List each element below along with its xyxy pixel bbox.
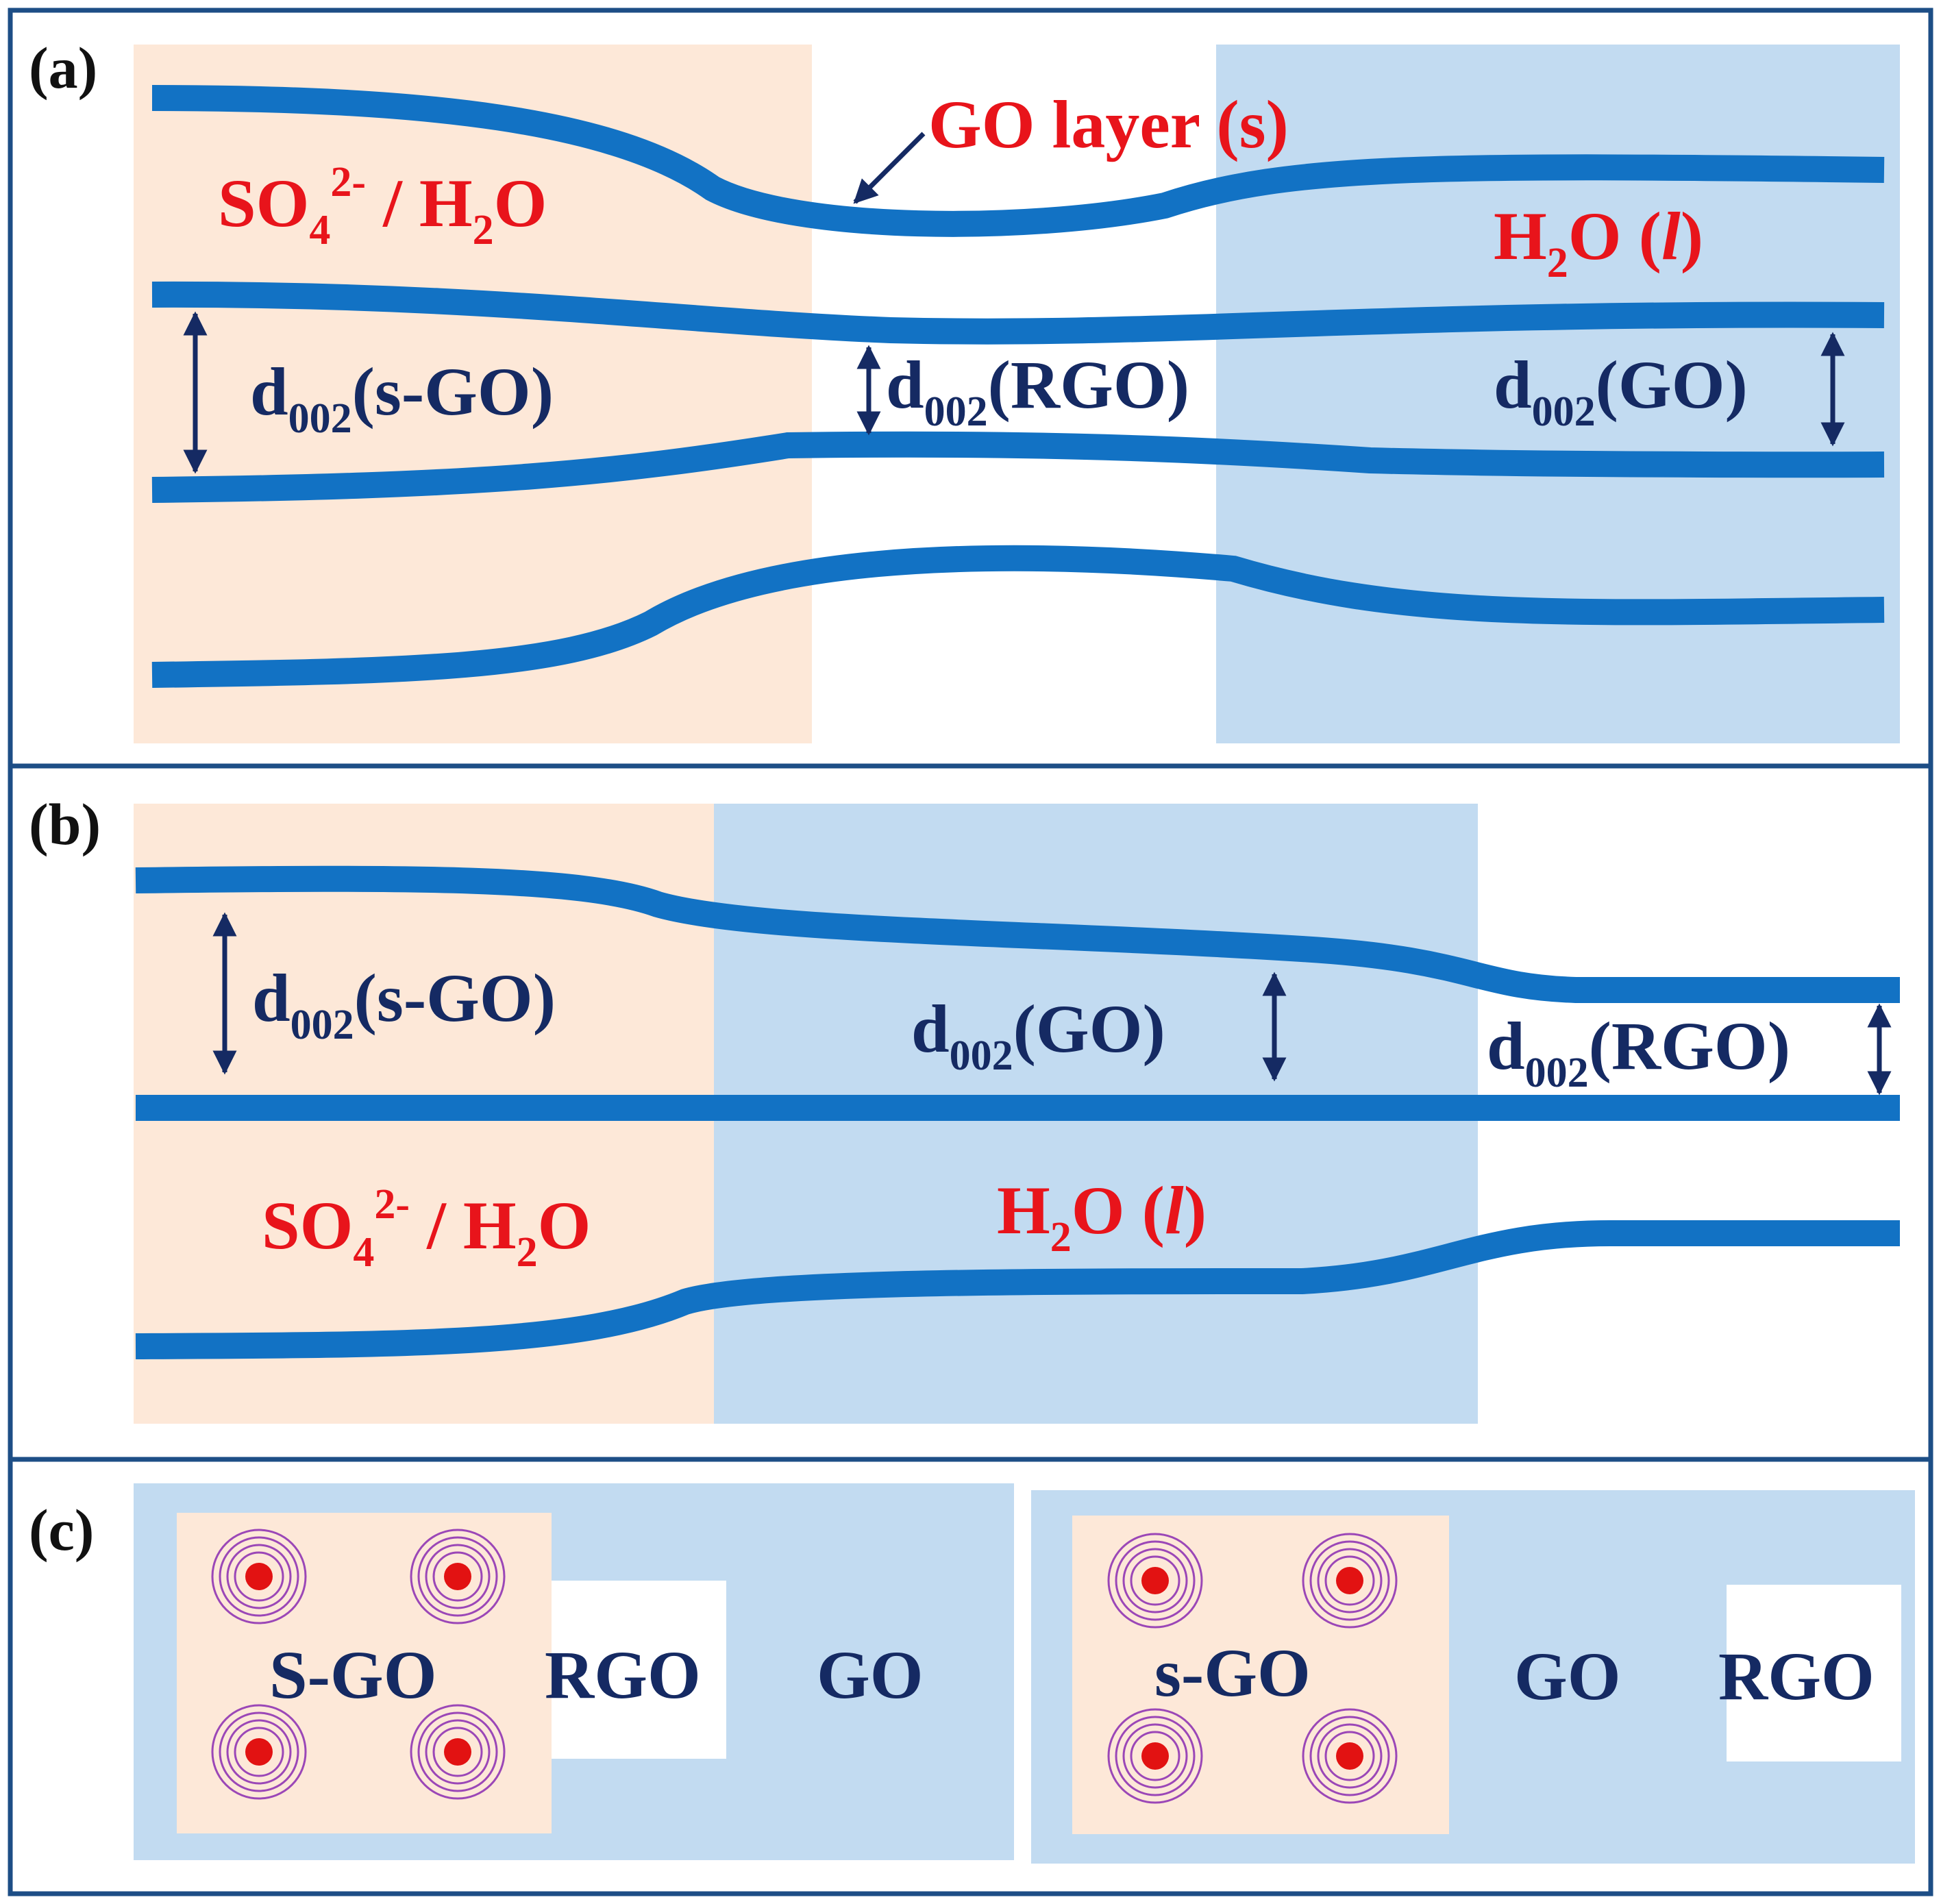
adsorption-site: [211, 1704, 307, 1800]
go-layer-pointer-arrow: [853, 132, 926, 204]
site-ring: [1302, 1708, 1398, 1804]
left-rgo-label: RGO: [545, 1637, 701, 1713]
d002-go-label-b: d002(GO): [911, 991, 1165, 1079]
go-layer-1: [151, 85, 1885, 237]
panel-c: (c) S-GO RGO GO s-GO GO RGO: [8, 1457, 1933, 1896]
go-layer-3: [151, 431, 1885, 503]
adsorption-site: [1302, 1708, 1398, 1804]
adsorption-site: [1107, 1708, 1203, 1804]
site-ring: [1115, 1716, 1196, 1796]
site-ring: [1324, 1555, 1375, 1606]
left-go-label: GO: [817, 1637, 924, 1713]
panel-b-tag: (b): [29, 791, 101, 857]
site-ring: [410, 1529, 506, 1624]
site-dot: [245, 1738, 273, 1766]
d002-go-label-a: d002(GO): [1494, 347, 1748, 435]
left-sgo-region: [177, 1513, 552, 1833]
panel-a: (a) GO layer (s) SO42- / H2O H2O (l) d00…: [8, 8, 1933, 769]
d002-rgo-label-b: d002(RGO): [1487, 1008, 1790, 1096]
site-ring: [1130, 1555, 1180, 1606]
adsorption-sites: [211, 1529, 1398, 1804]
d002-sgo-label-b: d002(s-GO): [252, 960, 556, 1048]
site-dot: [444, 1563, 471, 1590]
sulfate-water-label-b: SO42- / H2O: [262, 1181, 591, 1276]
panel-c-tag: (c): [29, 1497, 94, 1563]
site-dot: [444, 1738, 471, 1766]
site-ring: [425, 1719, 491, 1785]
adsorption-site: [1107, 1533, 1203, 1629]
site-ring: [1107, 1533, 1203, 1629]
site-ring: [219, 1536, 299, 1617]
left-rgo-region: [552, 1581, 726, 1759]
site-ring: [1324, 1731, 1375, 1781]
go-layer-4: [151, 545, 1885, 688]
water-label-a: H2O (l): [1494, 198, 1703, 286]
site-ring: [211, 1704, 307, 1800]
site-ring: [410, 1704, 506, 1800]
site-ring: [1309, 1540, 1390, 1621]
site-ring: [417, 1711, 498, 1792]
right-rgo-region: [1727, 1585, 1901, 1761]
site-ring: [1317, 1723, 1383, 1789]
site-dot: [1141, 1742, 1169, 1770]
site-dot: [1336, 1742, 1363, 1770]
b-layer-bottom: [135, 1220, 1900, 1359]
site-ring: [425, 1544, 491, 1609]
site-ring: [1302, 1533, 1398, 1629]
site-ring: [1122, 1723, 1188, 1789]
left-sgo-label: S-GO: [269, 1637, 436, 1713]
adsorption-site: [1302, 1533, 1398, 1629]
site-ring: [1122, 1548, 1188, 1614]
site-ring: [226, 1719, 292, 1785]
site-ring: [1115, 1540, 1196, 1621]
site-dot: [245, 1563, 273, 1590]
water-label-b: H2O (l): [997, 1172, 1207, 1261]
site-ring: [432, 1727, 483, 1777]
sulfate-water-label-a: SO42- / H2O: [218, 159, 547, 254]
site-ring: [234, 1551, 284, 1602]
site-ring: [1309, 1716, 1390, 1796]
site-dot: [1141, 1567, 1169, 1594]
adsorption-site: [410, 1704, 506, 1800]
site-ring: [234, 1727, 284, 1777]
panel-a-tag: (a): [29, 35, 97, 101]
site-ring: [226, 1544, 292, 1609]
right-rgo-label: RGO: [1718, 1638, 1875, 1714]
site-ring: [1107, 1708, 1203, 1804]
site-ring: [1317, 1548, 1383, 1614]
adsorption-site: [410, 1529, 506, 1624]
site-ring: [432, 1551, 483, 1602]
go-layer-2: [151, 281, 1885, 345]
panel-b: (b) d002(s-GO) d002(GO) d002(RGO) H2O (l…: [8, 763, 1933, 1462]
site-ring: [211, 1529, 307, 1624]
site-dot: [1336, 1567, 1363, 1594]
site-ring: [219, 1711, 299, 1792]
sulfate-region: [134, 45, 812, 743]
site-ring: [417, 1536, 498, 1617]
right-go-label: GO: [1514, 1638, 1621, 1714]
go-layer-label: GO layer (s): [928, 86, 1289, 162]
adsorption-site: [211, 1529, 307, 1624]
b-layer-top: [135, 865, 1900, 1003]
d002-rgo-label-a: d002(RGO): [886, 347, 1189, 435]
right-sgo-label: s-GO: [1154, 1635, 1311, 1711]
d002-sgo-label-a: d002(s-GO): [250, 354, 554, 442]
site-ring: [1130, 1731, 1180, 1781]
